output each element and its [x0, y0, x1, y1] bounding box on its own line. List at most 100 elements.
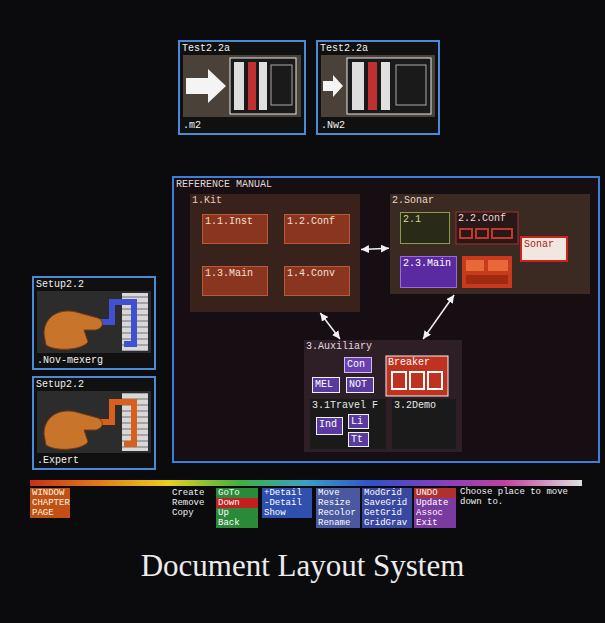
page-box: Sonar: [520, 236, 568, 262]
page-box: Tt: [348, 432, 369, 447]
mini-page: [428, 372, 442, 389]
device-part: [352, 62, 364, 110]
node-title: Con: [347, 359, 365, 371]
menu-item: GoTo: [216, 488, 258, 498]
link-arrow: [320, 313, 340, 339]
document-panel: REFERENCE MANUAL 1.Kit 1.1.Inst 1.2.Conf 1.3…: [172, 176, 600, 463]
page-box: 2.2.Conf: [456, 212, 518, 244]
node-title: 1.3.Main: [205, 268, 253, 280]
device-part: [396, 65, 426, 105]
thumb-ground: [180, 42, 304, 133]
caption: Document Layout System: [0, 548, 605, 584]
node-subtitle: .Nov-mexerg: [37, 355, 103, 367]
node-title: Setup2.2: [36, 379, 84, 391]
page-box: Con: [344, 357, 372, 373]
section-box: 3.1Travel F Ind LiTt: [310, 399, 386, 449]
menu-item: Back: [216, 518, 258, 528]
menu-item: SaveGrid: [362, 498, 412, 508]
node-title: 2.2.Conf: [458, 213, 506, 225]
thumb-picture: [37, 291, 151, 353]
hand-figure: [44, 411, 102, 449]
node-title: 1.4.Conv: [287, 268, 335, 280]
status-message: Choose place to move down to.: [458, 487, 584, 507]
color-strip: [30, 480, 582, 486]
device-icon: [230, 58, 296, 114]
thumb-ground: [34, 378, 154, 468]
device-part: [381, 62, 390, 110]
panel-ground: [386, 356, 448, 396]
node-title: 1.1.Inst: [205, 216, 253, 228]
link-arrow: [361, 248, 389, 249]
thumb-ground: [34, 278, 154, 368]
chapter-box: 1.Kit 1.1.Inst 1.2.Conf 1.3.Main 1.4.Conv: [190, 194, 360, 312]
node-title: Test2.2a: [320, 43, 368, 55]
menu-item: CHAPTER: [30, 498, 70, 508]
node-title: 3.Auxiliary: [306, 341, 372, 353]
node-title: 2.1: [403, 214, 421, 226]
page-block: [488, 260, 508, 271]
window-thumbnail: Test2.2a.Nw2: [316, 40, 440, 135]
menu-item: Exit: [414, 518, 456, 528]
menu-item: Copy: [170, 508, 212, 518]
page-box: 1.2.Conf: [284, 214, 350, 244]
panel-ground: [174, 178, 598, 461]
menu-item: Up: [216, 508, 258, 518]
menu-item: Down: [216, 498, 258, 508]
node-title: 2.Sonar: [392, 195, 434, 207]
node-title: REFERENCE MANUAL: [176, 179, 272, 191]
node-title: Li: [351, 416, 363, 428]
node-title: 3.2Demo: [394, 400, 436, 412]
menu-item: Move: [316, 488, 360, 498]
page-box: NOT: [346, 377, 374, 393]
hand-figure: [44, 311, 102, 349]
chapter-box: 2.Sonar 2.1 2.2.Conf 2.3.Main Sonar: [390, 194, 590, 294]
node-title: Test2.2a: [182, 43, 230, 55]
menu-item: Recolor: [316, 508, 360, 518]
node-subtitle: .Expert: [37, 455, 79, 467]
page-box: 1.3.Main: [202, 266, 268, 296]
panel-ground: [390, 194, 590, 294]
node-title: MEL: [315, 379, 333, 391]
device-part: [234, 62, 244, 110]
device-part: [248, 62, 256, 110]
mini-page: [410, 372, 424, 389]
thumb-picture: [183, 55, 301, 117]
page-box: 1.4.Conv: [284, 266, 350, 296]
node-title: 3.1Travel F: [312, 400, 378, 412]
panel-ground: [304, 340, 462, 452]
menu-item: ModGrid: [362, 488, 412, 498]
page-box: Breaker: [386, 356, 448, 396]
menu-item: UNDO: [414, 488, 456, 498]
page-block: [466, 260, 484, 271]
menu-item: -Detail: [262, 498, 312, 508]
menu-item: Resize: [316, 498, 360, 508]
menu-item: Rename: [316, 518, 360, 528]
node-title: 1.Kit: [192, 195, 222, 207]
node-title: 2.3.Main: [403, 258, 451, 270]
page-block: [466, 275, 508, 284]
section-box: 3.2Demo: [392, 399, 456, 449]
device-part: [259, 62, 267, 110]
thumb-picture: [37, 391, 151, 453]
arrow-icon: [186, 69, 226, 103]
window-thumbnail: Test2.2a .m2: [178, 40, 306, 135]
device-part: [271, 65, 292, 105]
menu-item: Assoc: [414, 508, 456, 518]
window-thumbnail: Setup2.2 .Expert: [32, 376, 156, 470]
thumb-ground: [318, 42, 438, 133]
page-box: Ind: [316, 417, 343, 435]
link-arrow: [423, 295, 454, 339]
menu-item: GetGrid: [362, 508, 412, 518]
window-thumbnail: Setup2.2.Nov-mexerg: [32, 276, 156, 370]
page-box: Li: [348, 414, 369, 429]
mini-page: [392, 372, 406, 389]
arrow-icon: [323, 75, 343, 97]
menu-item: GridGrav: [362, 518, 412, 528]
menu-item: PAGE: [30, 508, 70, 518]
mini-page: [476, 229, 488, 238]
node-title: 1.2.Conf: [287, 216, 335, 228]
menu-item: WINDOW: [30, 488, 70, 498]
node-subtitle: .m2: [183, 120, 201, 132]
node-title: Ind: [319, 419, 337, 431]
node-title: Breaker: [388, 357, 430, 369]
